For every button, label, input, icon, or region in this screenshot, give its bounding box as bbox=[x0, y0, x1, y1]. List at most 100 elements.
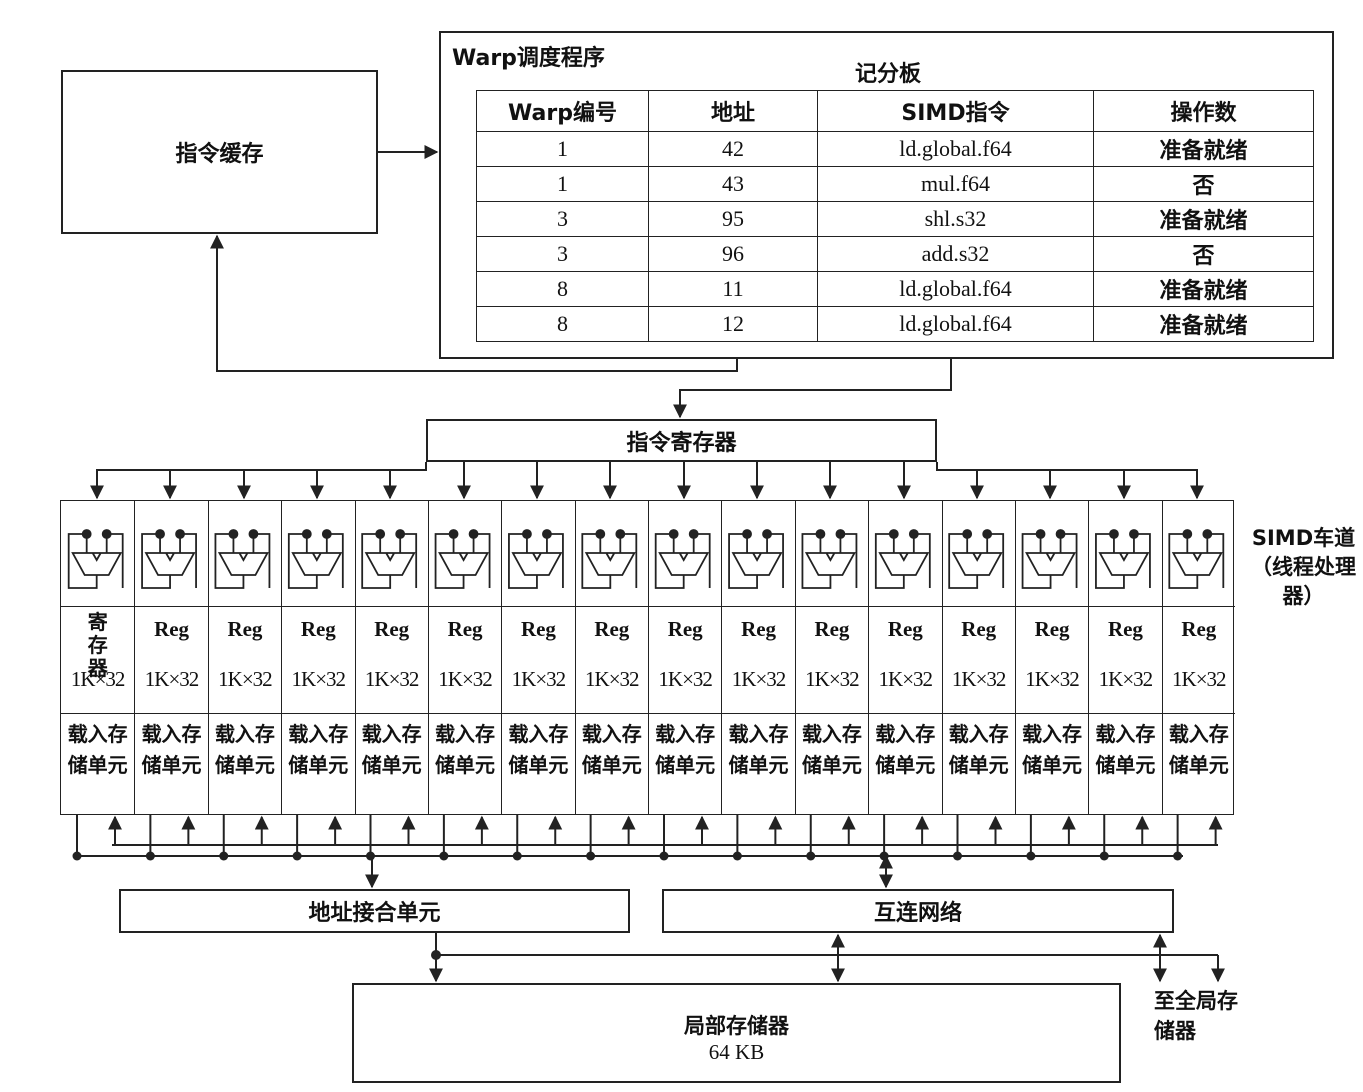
register-file-size: 1K×32 bbox=[1098, 667, 1154, 691]
alu-icon bbox=[141, 529, 197, 589]
warp-scheduler-title: Warp调度程序 bbox=[452, 46, 605, 71]
row-warp-id: 3 bbox=[476, 201, 649, 237]
register-file-size: 1K×32 bbox=[291, 667, 347, 691]
simd-lanes-label: SIMD车道（线程处理器） bbox=[1251, 526, 1356, 608]
row-operands: 准备就绪 bbox=[1093, 131, 1314, 167]
simd-lane: Reg 1K×32 载入存储单元 bbox=[1088, 501, 1162, 814]
register-file-size: 1K×32 bbox=[511, 667, 567, 691]
register-file-label: Reg bbox=[374, 617, 410, 641]
interconnect-label: 互连网络 bbox=[873, 901, 962, 926]
load-store-unit-label: 载入存储单元 bbox=[655, 722, 716, 777]
register-file: Reg 1K×32 bbox=[1089, 606, 1162, 714]
register-file-label: Reg bbox=[520, 617, 556, 641]
load-store-unit-label: 载入存储单元 bbox=[288, 722, 349, 777]
register-file-size: 1K×32 bbox=[1025, 667, 1080, 691]
register-file: Reg 1K×32 bbox=[355, 606, 428, 714]
load-store-unit-label: 载入存储单元 bbox=[67, 722, 128, 777]
register-file-size: 1K×32 bbox=[70, 667, 126, 691]
register-file-label: Reg bbox=[594, 617, 630, 641]
row-address: 43 bbox=[648, 166, 818, 202]
instruction-cache-label: 指令缓存 bbox=[175, 142, 264, 167]
load-store-unit-label: 载入存储单元 bbox=[1022, 722, 1083, 777]
register-file-label: Reg bbox=[1034, 617, 1070, 641]
address-coalescing-label: 地址接合单元 bbox=[308, 901, 441, 926]
row-address: 12 bbox=[648, 306, 818, 342]
interconnect-box: 互连网络 bbox=[662, 889, 1174, 933]
register-file-label: Reg bbox=[1107, 617, 1143, 641]
alu-icon bbox=[728, 529, 784, 589]
global-memory-label: 至全局存储器 bbox=[1154, 989, 1238, 1043]
alu-icon bbox=[654, 529, 711, 589]
register-file-size: 1K×32 bbox=[731, 667, 787, 691]
load-store-unit-label: 载入存储单元 bbox=[948, 722, 1009, 777]
row-instruction: add.s32 bbox=[817, 236, 1094, 272]
register-file-size: 1K×32 bbox=[585, 667, 640, 691]
load-store-unit-label: 载入存储单元 bbox=[141, 722, 202, 777]
register-file: Reg 1K×32 bbox=[869, 606, 942, 714]
row-operands: 准备就绪 bbox=[1093, 201, 1314, 237]
row-address: 95 bbox=[648, 201, 818, 237]
load-store-unit-label: 载入存储单元 bbox=[801, 722, 862, 777]
load-store-unit-label: 载入存储单元 bbox=[1095, 722, 1156, 777]
alu-icon bbox=[1168, 529, 1225, 589]
alu-icon bbox=[1095, 529, 1151, 589]
alu-icon bbox=[361, 529, 418, 589]
address-coalescing-box: 地址接合单元 bbox=[119, 889, 630, 933]
register-file: Reg 1K×32 bbox=[795, 606, 869, 714]
register-file: Reg 1K×32 bbox=[575, 606, 648, 714]
row-instruction: shl.s32 bbox=[817, 201, 1094, 237]
scoreboard-title: 记分板 bbox=[855, 62, 922, 87]
header-operands: 操作数 bbox=[1093, 90, 1314, 132]
row-instruction: ld.global.f64 bbox=[817, 306, 1094, 342]
load-store-unit-label: 载入存储单元 bbox=[508, 722, 569, 777]
register-file-label: Reg bbox=[814, 617, 850, 641]
row-address: 11 bbox=[648, 271, 818, 307]
alu-icon bbox=[508, 529, 564, 589]
register-file-size: 1K×32 bbox=[805, 667, 860, 691]
scheduler-to-ir-arrow bbox=[673, 345, 952, 419]
register-file-size: 1K×32 bbox=[438, 667, 493, 691]
row-warp-id: 3 bbox=[476, 236, 649, 272]
local-memory-box bbox=[352, 983, 1121, 1083]
alu-icon bbox=[434, 529, 491, 589]
row-operands: 准备就绪 bbox=[1093, 271, 1314, 307]
register-file-label: Reg bbox=[447, 617, 483, 641]
alu-icon bbox=[67, 529, 124, 589]
register-file-size: 1K×32 bbox=[878, 667, 934, 691]
load-store-unit-label: 载入存储单元 bbox=[214, 722, 275, 777]
header-simd-instruction: SIMD指令 bbox=[817, 90, 1094, 132]
load-store-unit-label: 载入存储单元 bbox=[435, 722, 496, 777]
simd-lane: Reg 1K×32 载入存储单元 bbox=[501, 501, 575, 814]
alu-icon bbox=[214, 529, 271, 589]
row-instruction: ld.global.f64 bbox=[817, 131, 1094, 167]
row-warp-id: 1 bbox=[476, 131, 649, 167]
simd-lane: Reg 1K×32 载入存储单元 bbox=[868, 501, 942, 814]
register-file-label: Reg bbox=[887, 617, 923, 641]
instruction-register-label: 指令寄存器 bbox=[626, 430, 737, 456]
header-address: 地址 bbox=[648, 90, 818, 132]
instruction-register-box: 指令寄存器 bbox=[426, 419, 937, 462]
register-file-size: 1K×32 bbox=[364, 667, 420, 691]
load-store-unit-label: 载入存储单元 bbox=[875, 722, 936, 777]
local-memory-label: 局部存储器 bbox=[684, 1014, 789, 1038]
header-warp-id: Warp编号 bbox=[476, 90, 649, 132]
register-file-label: Reg bbox=[1181, 617, 1217, 641]
alu-icon bbox=[1021, 529, 1078, 589]
row-address: 42 bbox=[648, 131, 818, 167]
